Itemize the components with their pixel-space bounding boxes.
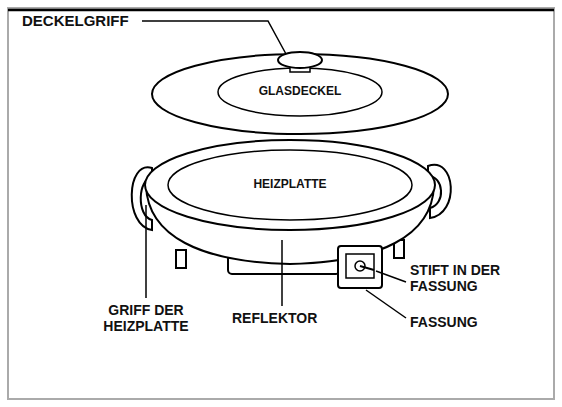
top-rule [8, 9, 554, 12]
glass-lid-label: GLASDECKEL [230, 85, 370, 99]
lid-knob [278, 52, 322, 68]
foot [176, 250, 186, 268]
pan-rim [145, 140, 435, 230]
reflector-label: REFLEKTOR [232, 310, 342, 326]
leader-line [376, 271, 406, 282]
leader-line [366, 290, 406, 318]
plate-handle-label: GRIFF DER HEIZPLATTE [90, 302, 202, 334]
lid-glass [218, 68, 382, 116]
socket-label: FASSUNG [410, 314, 510, 330]
socket-pin [360, 266, 374, 270]
heating-plate [168, 150, 412, 220]
socket-inner [346, 254, 374, 278]
socket [338, 246, 382, 288]
leader-line [142, 21, 286, 54]
heating-plate-label: HEIZPLATTE [220, 178, 360, 192]
lid-handle-label: DECKELGRIFF [22, 12, 142, 29]
leader-line [145, 205, 147, 298]
socket-pin-label: STIFT IN DER FASSUNG [410, 262, 530, 294]
frame [8, 8, 554, 399]
leader-line [281, 240, 283, 306]
